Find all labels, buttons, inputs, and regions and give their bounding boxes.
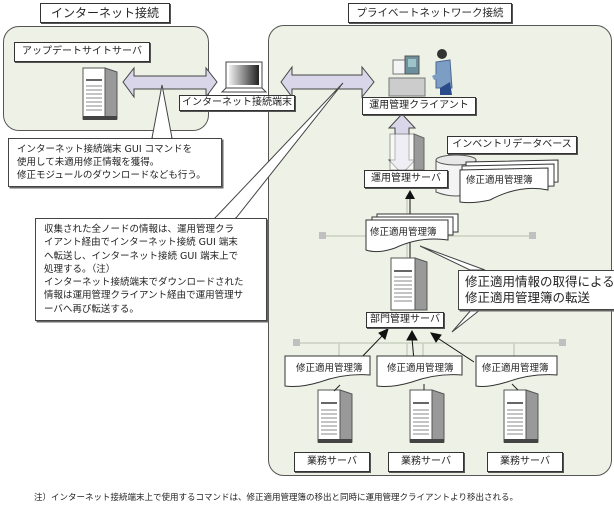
network-node-marker: [319, 232, 326, 239]
double-arrow-private: [280, 65, 375, 99]
callout-tail-gui: [151, 84, 173, 139]
ops-client-label: 運用管理クライアント: [362, 97, 476, 115]
internet-zone-title: インターネット接続: [40, 3, 170, 23]
business-server-label-1: 業務サーバ: [294, 452, 370, 472]
business-server-icon-2: [409, 389, 445, 443]
network-node-marker: [293, 339, 300, 346]
update-site-server-icon: [82, 67, 118, 120]
private-zone-title: プライベートネットワーク接続: [348, 3, 512, 23]
business-server-label-2: 業務サーバ: [388, 452, 464, 472]
transfer-document-label: 修正適用管理簿: [370, 227, 437, 238]
business-server-icon-1: [317, 389, 353, 443]
inventory-db-label: インベントリデータベース: [447, 136, 577, 154]
business-server-label-3: 業務サーバ: [487, 452, 563, 472]
callout-collected-info: 収集された全ノードの情報は、運用管理クラ イアント経由でインターネット接続 GU…: [35, 218, 267, 322]
network-node-marker: [529, 232, 536, 239]
update-site-server-label: アップデートサイトサーバ: [14, 42, 150, 62]
internet-terminal-label: インターネット接続端末: [179, 95, 295, 111]
collect-arrows: [357, 328, 475, 363]
business-server-icon-3: [503, 389, 539, 443]
laptop-icon: [220, 61, 268, 93]
ops-server-label: 運用管理サーバ: [364, 170, 448, 188]
network-node-marker: [559, 339, 566, 346]
dept-server-label: 部門管理サーバ: [366, 312, 444, 328]
dept-server-icon: [390, 257, 428, 311]
business-document-label-1: 修正適用管理簿: [296, 363, 363, 374]
operator-workstation-icon: [388, 49, 453, 97]
arrowhead-up: [405, 190, 415, 199]
footnote: 注）インターネット接続端末上で使用するコマンドは、修正適用管理簿の移出と同時に運…: [34, 493, 518, 503]
business-document-label-3: 修正適用管理簿: [482, 363, 549, 374]
callout-gui-command: インターネット接続端末 GUI コマンドを 使用して未適用修正情報を獲得。 修正…: [8, 138, 222, 187]
business-document-label-2: 修正適用管理簿: [387, 363, 454, 374]
callout-transfer: 修正適用情報の取得による 修正適用管理簿の転送: [458, 270, 614, 310]
db-document-label: 修正適用管理簿: [466, 175, 533, 186]
double-arrow-internet: [122, 66, 218, 99]
callout-tail-transfer-upper: [419, 245, 486, 271]
ops-server-icon: [389, 133, 425, 171]
